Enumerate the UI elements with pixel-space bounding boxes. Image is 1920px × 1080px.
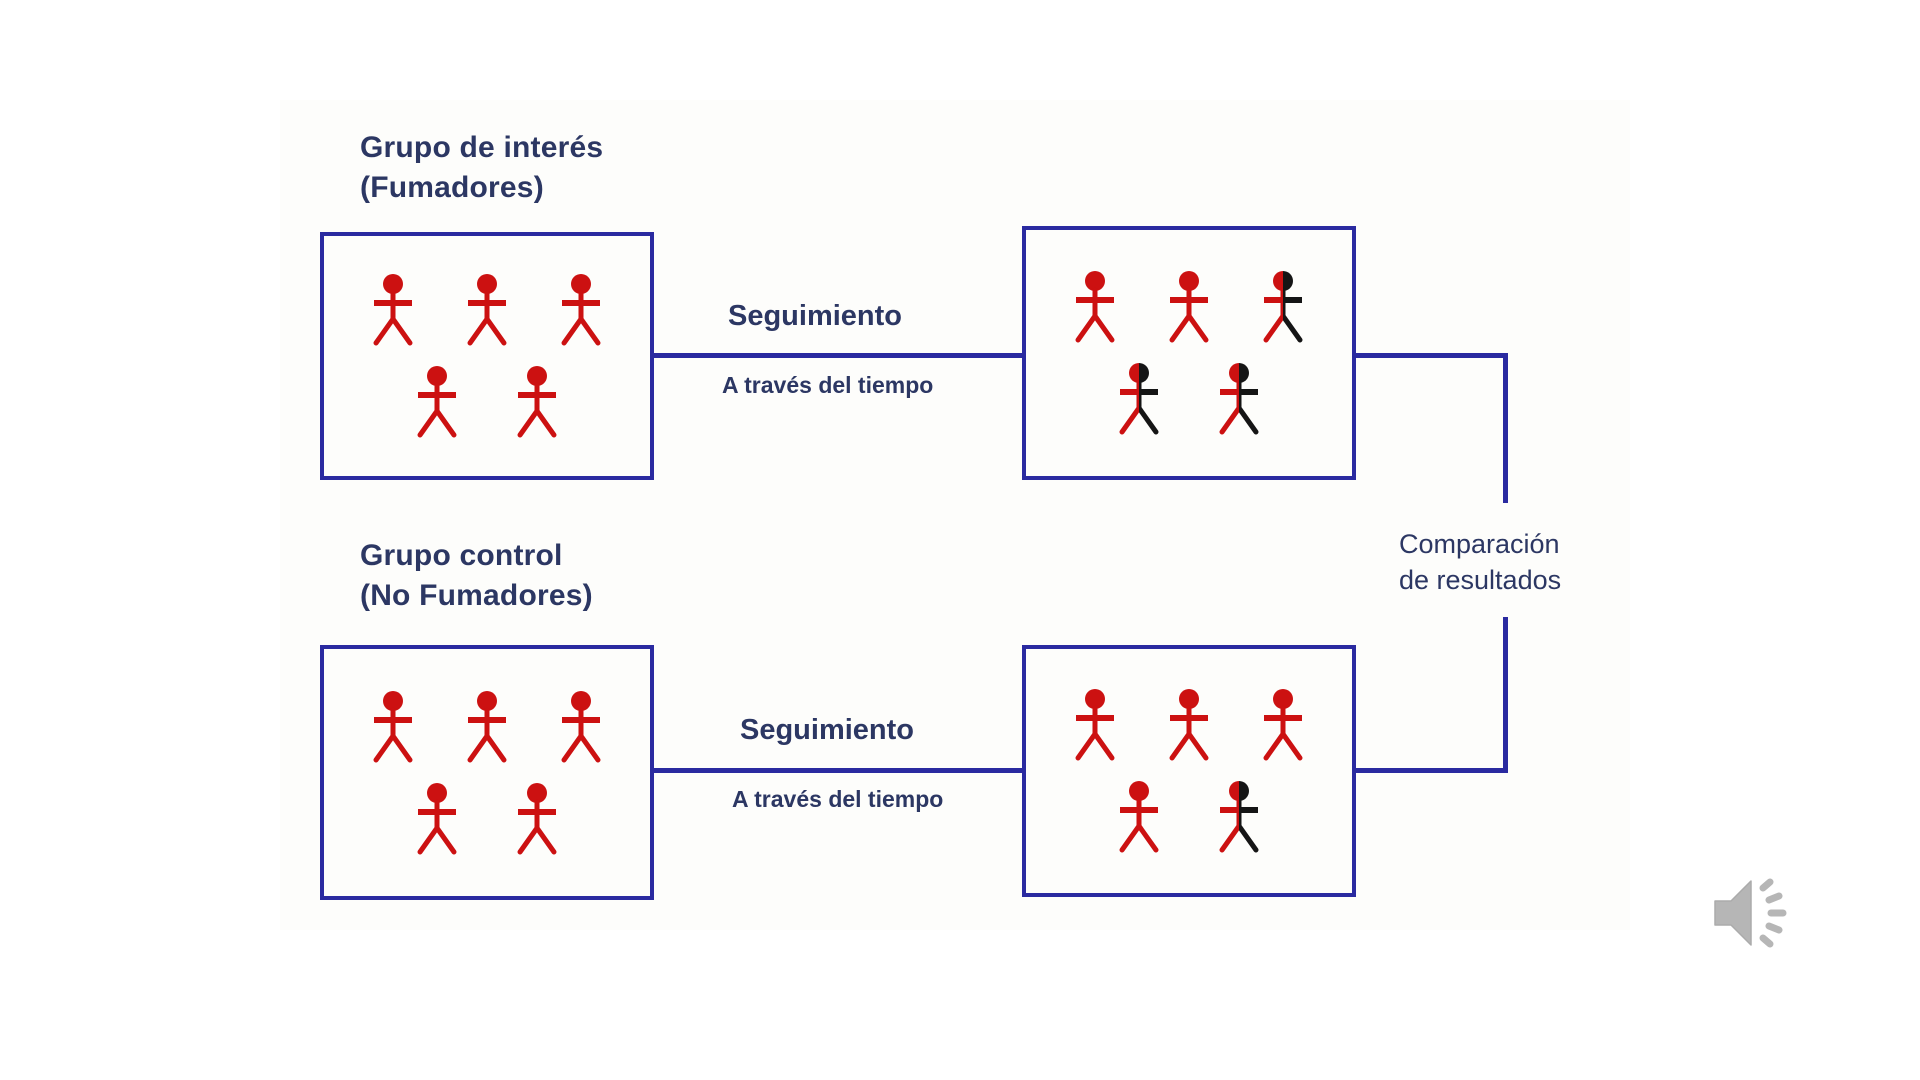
stick-figure xyxy=(467,274,507,346)
stick-figure-affected xyxy=(1119,363,1159,435)
stick-figure xyxy=(1263,689,1303,761)
comparison-bracket-bottom-vertical xyxy=(1503,617,1508,773)
figure-grid-smokers-followup xyxy=(1026,230,1352,476)
comparison-label: Comparación de resultados xyxy=(1399,529,1562,595)
figure-row xyxy=(1026,687,1352,763)
stick-figure xyxy=(517,366,557,438)
box-control-followup xyxy=(1022,645,1356,897)
figure-row xyxy=(324,781,650,857)
stick-figure-affected xyxy=(1219,781,1259,853)
figure-row xyxy=(1026,361,1352,437)
stick-figure xyxy=(1075,689,1115,761)
stick-figure xyxy=(417,782,457,854)
control-group-title: Grupo control (No Fumadores) xyxy=(360,539,593,612)
stick-figure xyxy=(517,782,557,854)
stick-figure xyxy=(561,690,601,762)
comparison-bracket-bottom-horizontal xyxy=(1352,768,1508,773)
figure-row xyxy=(324,364,650,440)
figure-row xyxy=(324,689,650,765)
stick-figure xyxy=(1075,271,1115,343)
figure-grid-control-baseline xyxy=(324,649,650,896)
figure-grid-control-followup xyxy=(1026,649,1352,893)
box-control-baseline xyxy=(320,645,654,900)
box-smokers-baseline xyxy=(320,232,654,480)
stick-figure-affected xyxy=(1263,271,1303,343)
stick-figure xyxy=(1169,689,1209,761)
figure-row xyxy=(324,272,650,348)
stick-figure-affected xyxy=(1219,363,1259,435)
figure-grid-smokers-baseline xyxy=(324,236,650,476)
stick-figure xyxy=(373,690,413,762)
followup-label-smokers: Seguimiento xyxy=(728,300,903,332)
stick-figure xyxy=(1169,271,1209,343)
connector-smokers-followup xyxy=(650,353,1026,358)
comparison-bracket-top-horizontal xyxy=(1352,353,1508,358)
speaker-icon[interactable] xyxy=(1705,872,1797,954)
stick-figure xyxy=(373,274,413,346)
figure-row xyxy=(1026,269,1352,345)
followup-sublabel-control: A través del tiempo xyxy=(732,786,944,812)
followup-sublabel-smokers: A través del tiempo xyxy=(722,372,934,398)
box-smokers-followup xyxy=(1022,226,1356,480)
smokers-group-title: Grupo de interés (Fumadores) xyxy=(360,131,604,204)
stick-figure xyxy=(561,274,601,346)
followup-label-control: Seguimiento xyxy=(740,714,915,746)
stick-figure xyxy=(1119,781,1159,853)
stick-figure xyxy=(417,366,457,438)
figure-row xyxy=(1026,779,1352,855)
connector-control-followup xyxy=(650,768,1026,773)
stick-figure xyxy=(467,690,507,762)
comparison-bracket-top-vertical xyxy=(1503,353,1508,503)
